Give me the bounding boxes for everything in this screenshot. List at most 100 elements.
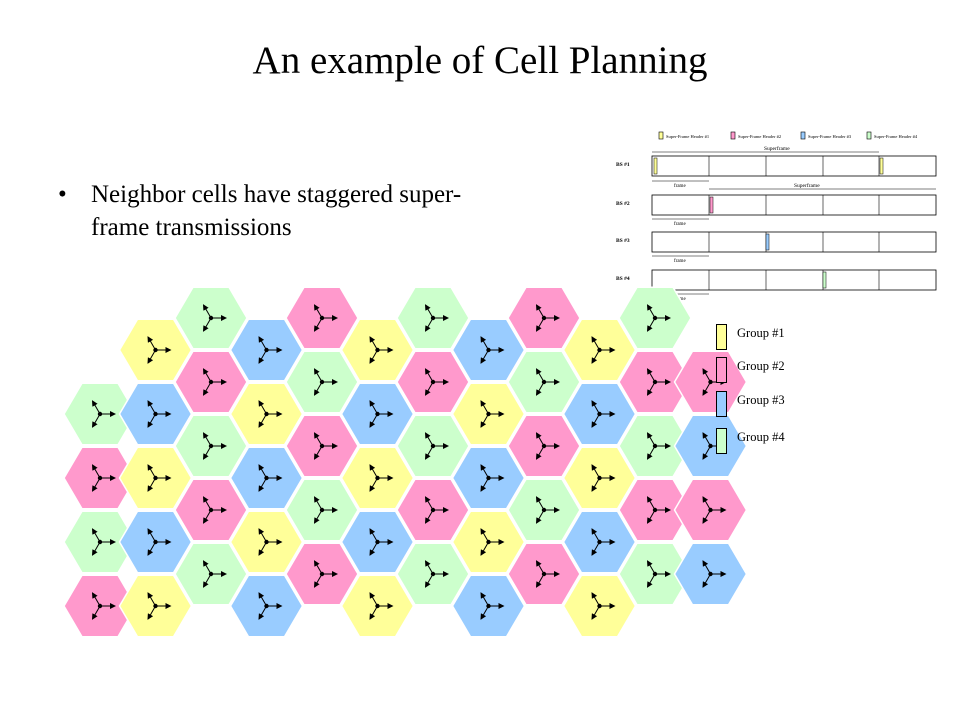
frame-label-1: frame bbox=[674, 184, 686, 189]
sector-arrow-icon bbox=[536, 368, 545, 383]
legend-group-2: Group #2 bbox=[716, 357, 856, 383]
sector-arrow-icon bbox=[591, 541, 600, 556]
bullet-text: Neighbor cells have staggered super- fra… bbox=[91, 178, 571, 244]
frame-label-2: frame bbox=[674, 222, 686, 227]
sector-arrow-icon bbox=[536, 573, 545, 588]
sector-arrow-icon bbox=[314, 445, 323, 460]
bs4-header bbox=[822, 271, 827, 289]
sector-arrow-icon bbox=[702, 560, 711, 575]
sector-arrow-icon bbox=[425, 304, 434, 319]
sector-arrow-icon bbox=[92, 477, 101, 492]
sector-arrow-icon bbox=[92, 400, 101, 415]
header-swatch-4 bbox=[866, 131, 872, 140]
sector-arrow-icon bbox=[702, 432, 711, 447]
sector-arrow-icon bbox=[147, 464, 156, 479]
sector-arrow-icon bbox=[314, 317, 323, 332]
sector-arrow-icon bbox=[314, 573, 323, 588]
sector-arrow-icon bbox=[480, 349, 489, 364]
header-swatch-3 bbox=[800, 131, 806, 140]
sector-arrow-icon bbox=[480, 336, 489, 351]
sector-arrow-icon bbox=[203, 368, 212, 383]
sector-arrow-icon bbox=[702, 381, 711, 396]
sector-arrow-icon bbox=[147, 541, 156, 556]
sector-arrow-icon bbox=[425, 560, 434, 575]
sector-arrow-icon bbox=[536, 317, 545, 332]
sector-arrow-icon bbox=[258, 413, 267, 428]
header-label-1: Super-Frame Header #1 bbox=[666, 134, 709, 139]
sector-arrow-icon bbox=[258, 541, 267, 556]
legend-group-1: Group #1 bbox=[716, 324, 856, 350]
legend-label-2: Group #2 bbox=[737, 359, 785, 373]
sector-arrow-icon bbox=[647, 317, 656, 332]
sector-arrow-icon bbox=[647, 445, 656, 460]
legend-swatch-3 bbox=[716, 391, 727, 417]
sector-arrow-icon bbox=[369, 400, 378, 415]
superframe-label-1: Superframe bbox=[764, 145, 790, 152]
bs-label-1: BS #1 bbox=[616, 162, 630, 168]
sector-arrow-icon bbox=[369, 592, 378, 607]
sector-arrow-icon bbox=[258, 477, 267, 492]
sector-arrow-icon bbox=[369, 477, 378, 492]
sector-arrow-icon bbox=[258, 349, 267, 364]
sector-arrow-icon bbox=[480, 477, 489, 492]
sector-arrow-icon bbox=[369, 464, 378, 479]
sector-arrow-icon bbox=[647, 509, 656, 524]
bullet-line-1: Neighbor cells have staggered super- bbox=[91, 181, 462, 208]
sector-arrow-icon bbox=[147, 413, 156, 428]
bs2-timeline bbox=[651, 194, 937, 216]
sector-arrow-icon bbox=[258, 464, 267, 479]
header-label-2: Super-Frame Header #2 bbox=[738, 134, 781, 139]
sector-arrow-icon bbox=[591, 336, 600, 351]
header-legend: Super-Frame Header #1 Super-Frame Header… bbox=[658, 131, 918, 140]
sector-arrow-icon bbox=[314, 496, 323, 511]
bs1-header-1 bbox=[653, 157, 658, 175]
bs2-header bbox=[709, 196, 714, 214]
bs-label-2: BS #2 bbox=[616, 201, 630, 207]
sector-arrow-icon bbox=[480, 413, 489, 428]
sector-arrow-icon bbox=[369, 413, 378, 428]
superframe-timing-diagram: Super-Frame Header #1 Super-Frame Header… bbox=[616, 131, 937, 302]
header-label-4: Super-Frame Header #4 bbox=[874, 134, 918, 139]
sector-arrow-icon bbox=[203, 445, 212, 460]
header-label-3: Super-Frame Header #3 bbox=[808, 134, 852, 139]
sector-arrow-icon bbox=[147, 528, 156, 543]
sector-arrow-icon bbox=[203, 432, 212, 447]
sector-arrow-icon bbox=[702, 496, 711, 511]
sector-arrow-icon bbox=[425, 509, 434, 524]
sector-arrow-icon bbox=[147, 605, 156, 620]
sector-arrow-icon bbox=[92, 605, 101, 620]
sector-arrow-icon bbox=[702, 445, 711, 460]
sector-arrow-icon bbox=[425, 445, 434, 460]
sector-arrow-icon bbox=[203, 304, 212, 319]
sector-arrow-icon bbox=[258, 336, 267, 351]
bullet-line-2: frame transmissions bbox=[91, 214, 292, 241]
legend-swatch-1 bbox=[716, 324, 727, 350]
sector-arrow-icon bbox=[647, 573, 656, 588]
sector-arrow-icon bbox=[536, 496, 545, 511]
sector-arrow-icon bbox=[702, 368, 711, 383]
sector-arrow-icon bbox=[647, 304, 656, 319]
sector-arrow-icon bbox=[480, 541, 489, 556]
sector-arrow-icon bbox=[647, 560, 656, 575]
sector-arrow-icon bbox=[425, 317, 434, 332]
bs-label-4: BS #4 bbox=[616, 276, 630, 282]
header-swatch-1 bbox=[658, 131, 664, 140]
sector-arrow-icon bbox=[591, 400, 600, 415]
sector-arrow-icon bbox=[314, 368, 323, 383]
legend-label-1: Group #1 bbox=[737, 326, 785, 340]
sector-arrow-icon bbox=[647, 368, 656, 383]
sector-arrow-icon bbox=[147, 477, 156, 492]
sector-arrow-icon bbox=[425, 368, 434, 383]
sector-arrow-icon bbox=[314, 381, 323, 396]
sector-arrow-icon bbox=[314, 509, 323, 524]
sector-arrow-icon bbox=[314, 432, 323, 447]
sector-arrow-icon bbox=[258, 592, 267, 607]
legend-swatch-2 bbox=[716, 357, 727, 383]
sector-arrow-icon bbox=[203, 317, 212, 332]
sector-arrow-icon bbox=[425, 381, 434, 396]
sector-arrow-icon bbox=[425, 432, 434, 447]
bs3-header bbox=[765, 233, 770, 251]
sector-arrow-icon bbox=[203, 509, 212, 524]
sector-arrow-icon bbox=[536, 432, 545, 447]
